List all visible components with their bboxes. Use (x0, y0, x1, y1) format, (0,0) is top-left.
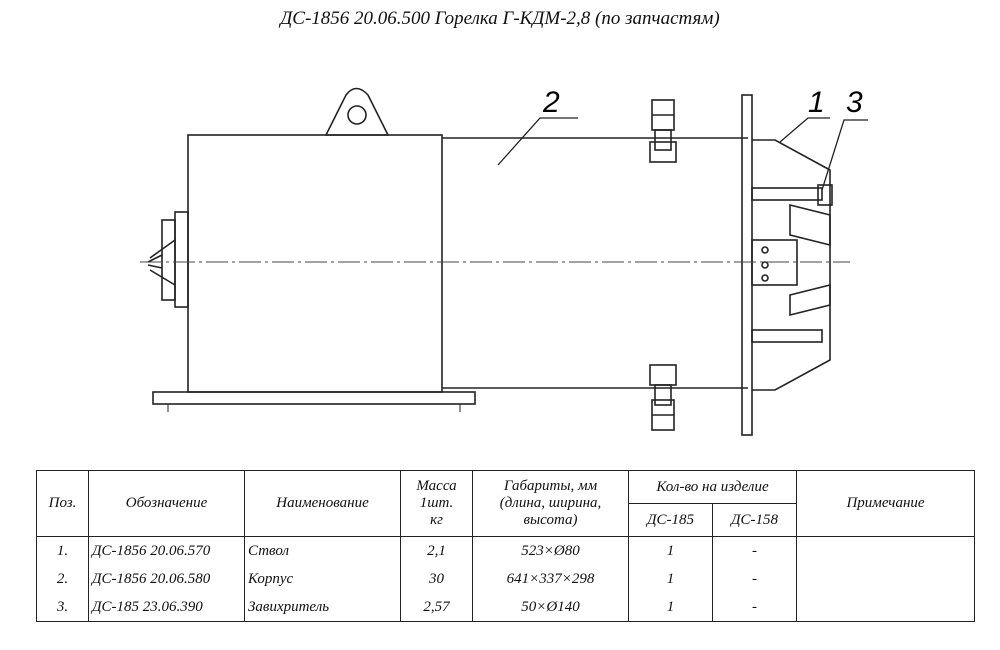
header-mass: Масса 1шт. кг (400, 470, 473, 537)
header-dims-line2: (длина, ширина, (499, 495, 602, 511)
cell-name: Завихритель (244, 593, 401, 622)
page-title: ДС-1856 20.06.500 Горелка Г-КДМ-2,8 (по … (280, 8, 720, 29)
header-mass-line2: 1шт. (419, 495, 454, 511)
cell-qty-a: 1 (628, 536, 713, 565)
cell-note (796, 565, 975, 593)
cell-pos: 3. (36, 593, 89, 622)
header-designation: Обозначение (88, 470, 245, 537)
cell-qty-b: - (712, 593, 797, 622)
header-pos: Поз. (36, 470, 89, 537)
cell-pos: 2. (36, 565, 89, 593)
header-mass-line3: кг (430, 512, 443, 528)
header-dims: Габариты, мм (длина, ширина, высота) (472, 470, 629, 537)
cell-designation: ДС-1856 20.06.570 (88, 536, 245, 565)
cell-name: Корпус (244, 565, 401, 593)
cell-note (796, 593, 975, 622)
cell-note (796, 536, 975, 565)
cell-qty-b: - (712, 536, 797, 565)
base-plate (152, 391, 476, 405)
flange-plate (741, 94, 753, 436)
callout-3: 3 (846, 86, 863, 119)
header-qty-b: ДС-158 (712, 503, 797, 537)
technical-drawing: 2 1 3 (140, 86, 868, 436)
header-qty-a: ДС-185 (628, 503, 713, 537)
cell-qty-a: 1 (628, 565, 713, 593)
header-note: Примечание (796, 470, 975, 537)
header-name: Наименование (244, 470, 401, 537)
lifting-eye (324, 87, 390, 136)
left-fitting (147, 211, 189, 308)
cell-designation: ДС-1856 20.06.580 (88, 565, 245, 593)
bolt-bottom (649, 364, 677, 431)
callout-2: 2 (542, 86, 560, 119)
cell-mass: 2,57 (400, 593, 473, 622)
cell-mass: 30 (400, 565, 473, 593)
swirler-nozzle (751, 139, 833, 391)
table-row: 3. ДС-185 23.06.390 Завихритель 2,57 50×… (36, 593, 975, 622)
cell-dims: 50×Ø140 (472, 593, 629, 622)
housing-body (187, 134, 443, 393)
parts-table: Поз. Обозначение Наименование Масса 1шт.… (36, 470, 975, 622)
header-dims-line1: Габариты, мм (503, 478, 598, 494)
cell-designation: ДС-185 23.06.390 (88, 593, 245, 622)
table-row: 2. ДС-1856 20.06.580 Корпус 30 641×337×2… (36, 565, 975, 593)
header-dims-line3: высота) (523, 512, 578, 528)
cell-qty-b: - (712, 565, 797, 593)
barrel-tube (442, 137, 748, 389)
cell-name: Ствол (244, 536, 401, 565)
cell-pos: 1. (36, 536, 89, 565)
cell-dims: 641×337×298 (472, 565, 629, 593)
cell-qty-a: 1 (628, 593, 713, 622)
table-row: 1. ДС-1856 20.06.570 Ствол 2,1 523×Ø80 1… (36, 536, 975, 565)
header-qty-group: Кол-во на изделие (628, 470, 797, 504)
header-mass-line1: Масса (416, 478, 457, 494)
callout-1: 1 (808, 86, 825, 119)
cell-mass: 2,1 (400, 536, 473, 565)
cell-dims: 523×Ø80 (472, 536, 629, 565)
bolt-top (649, 99, 677, 163)
